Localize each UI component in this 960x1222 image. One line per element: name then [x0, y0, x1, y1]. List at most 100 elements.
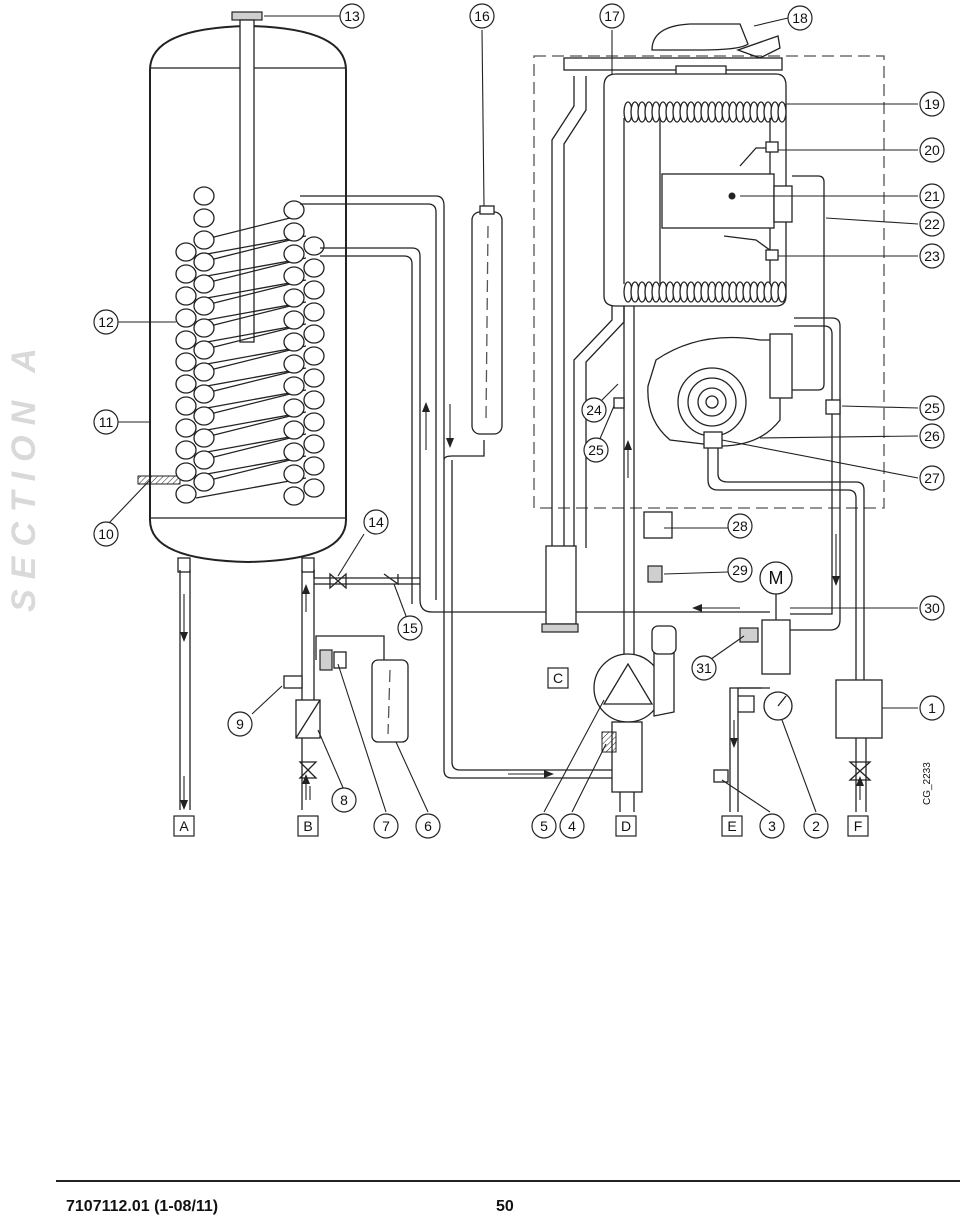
callout-number: 10	[98, 526, 114, 542]
callout-number: 31	[696, 660, 712, 676]
cylinder-pipes	[179, 570, 420, 810]
plate-heat-exchanger	[835, 679, 883, 739]
callout-19: 19	[919, 91, 945, 117]
callout-number: 7	[382, 818, 390, 834]
circulation-pump	[593, 625, 729, 812]
callout-4: 4	[559, 813, 585, 839]
connection-E: E	[721, 815, 743, 837]
callout-6: 6	[415, 813, 441, 839]
callout-24: 24	[581, 397, 607, 423]
sensors	[643, 511, 673, 583]
storage-cylinder	[137, 11, 347, 573]
callout-number: 23	[924, 248, 940, 264]
diverter-valve	[729, 561, 793, 812]
connection-label: E	[727, 818, 736, 834]
callout-number: 2	[812, 818, 820, 834]
callout-number: 16	[474, 8, 490, 24]
callout-number: 21	[924, 188, 940, 204]
callout-number: 11	[99, 414, 114, 430]
connection-D: D	[615, 815, 637, 837]
callout-number: 22	[924, 216, 940, 232]
callout-number: 6	[424, 818, 432, 834]
connection-label: D	[621, 818, 631, 834]
callout-number: 30	[924, 600, 940, 616]
callout-number: 9	[236, 716, 244, 732]
callout-number: 8	[340, 792, 348, 808]
heating-coil	[175, 186, 325, 506]
callout-15: 15	[397, 615, 423, 641]
callout-14: 14	[363, 509, 389, 535]
sensor-probe	[137, 475, 181, 485]
dhw-expansion-vessel	[471, 205, 503, 435]
burner	[661, 173, 775, 229]
magnesium-anode	[239, 19, 255, 343]
callout-3: 3	[759, 813, 785, 839]
callout-8: 8	[331, 787, 357, 813]
page-number: 50	[496, 1198, 514, 1215]
callout-number: 25	[588, 442, 604, 458]
footer-rule	[56, 1180, 960, 1182]
connection-labels: A B C D E F	[173, 667, 869, 837]
connection-F: F	[847, 815, 869, 837]
callout-1: 1	[919, 695, 945, 721]
motor-label: M	[769, 568, 784, 588]
callout-12: 12	[93, 309, 119, 335]
callout-2: 2	[803, 813, 829, 839]
callout-27: 27	[919, 465, 945, 491]
callout-number: 5	[540, 818, 548, 834]
callout-number: 12	[98, 314, 114, 330]
drawing-code: CG_2233	[922, 762, 933, 805]
flow-arrows	[180, 402, 864, 810]
flue-assembly	[563, 23, 783, 77]
callout-number: 20	[924, 142, 940, 158]
pressure-gauge	[738, 691, 793, 721]
callout-number: 17	[604, 8, 620, 24]
callout-30: 30	[919, 595, 945, 621]
return-pipes	[613, 306, 635, 660]
callout-number: 13	[344, 8, 360, 24]
right-pipes	[790, 317, 883, 812]
callout-17: 17	[599, 3, 625, 29]
document-number: 7107112.01 (1-08/11)	[66, 1198, 219, 1215]
connection-label: C	[553, 670, 563, 686]
callout-number: 28	[732, 518, 748, 534]
connection-label: A	[179, 818, 189, 834]
callout-31: 31	[691, 655, 717, 681]
callout-number: 29	[732, 562, 748, 578]
main-heat-exchanger	[603, 73, 825, 391]
callout-number: 25	[924, 400, 940, 416]
callout-25b: 25	[583, 437, 609, 463]
callout-number: 15	[402, 620, 418, 636]
callout-number: 14	[368, 514, 384, 530]
callout-7: 7	[373, 813, 399, 839]
coil-pipes	[300, 195, 770, 779]
callout-5: 5	[531, 813, 557, 839]
callout-number: 4	[568, 818, 576, 834]
connection-C: C	[547, 667, 569, 689]
flue-drain-pipe	[541, 76, 625, 633]
callout-20: 20	[919, 137, 945, 163]
leader-lines	[107, 15, 919, 813]
connection-A: A	[173, 815, 195, 837]
callout-26: 26	[919, 423, 945, 449]
callout-16: 16	[469, 3, 495, 29]
callout-number: 24	[586, 402, 602, 418]
callout-number: 1	[928, 700, 936, 716]
callout-23: 23	[919, 243, 945, 269]
callout-10: 10	[93, 521, 119, 547]
callout-number: 3	[768, 818, 776, 834]
callout-9: 9	[227, 711, 253, 737]
callout-21: 21	[919, 183, 945, 209]
callout-number: 18	[792, 10, 808, 26]
callout-22: 22	[919, 211, 945, 237]
connection-label: B	[303, 818, 312, 834]
callout-number: 19	[924, 96, 940, 112]
boiler-casing	[533, 55, 885, 509]
callout-number: 27	[924, 470, 940, 486]
callout-13: 13	[339, 3, 365, 29]
callout-25a: 25	[919, 395, 945, 421]
callout-18: 18	[787, 5, 813, 31]
callout-number: 26	[924, 428, 940, 444]
